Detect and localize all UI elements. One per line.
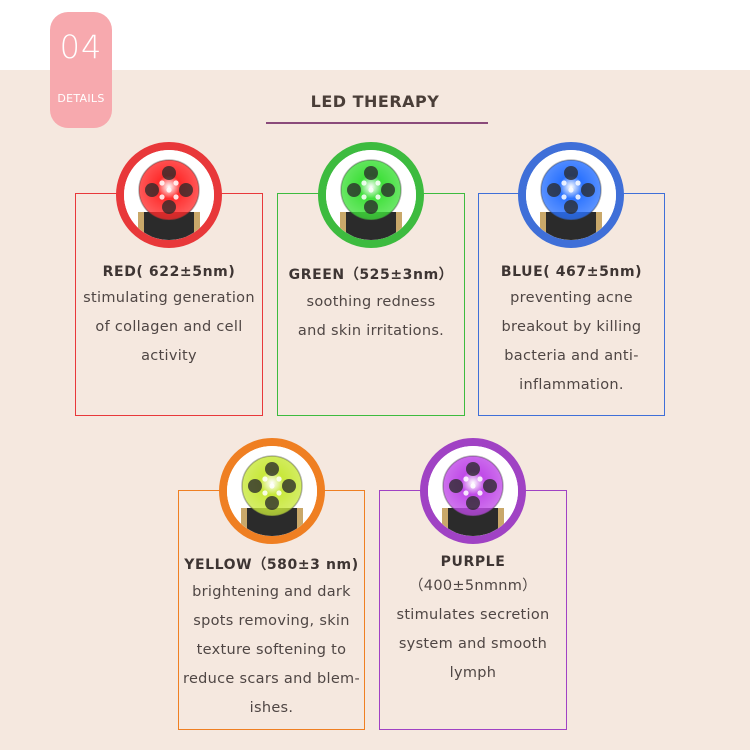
- card-green: GREEN（525±3nm） soothing redness and skin…: [277, 193, 465, 416]
- card-line: breakout by killing: [501, 319, 642, 335]
- card-blue: BLUE( 467±5nm) preventing acne breakout …: [478, 193, 665, 416]
- card-line: ishes.: [249, 700, 294, 716]
- led-purple-icon: [420, 438, 526, 544]
- card-title: RED( 622±5nm): [102, 264, 236, 280]
- card-line: bacteria and anti-: [504, 348, 639, 364]
- card-yellow: YELLOW（580±3 nm) brightening and dark sp…: [178, 490, 365, 730]
- card-line: soothing redness: [306, 294, 436, 310]
- card-line: preventing acne: [510, 290, 633, 306]
- card-line: system and smooth: [398, 636, 548, 652]
- section-label: DETAILS: [57, 92, 105, 105]
- card-title: YELLOW（580±3 nm): [184, 557, 359, 573]
- card-red: RED( 622±5nm) stimulating generation of …: [75, 193, 263, 416]
- card-title: BLUE( 467±5nm): [500, 264, 643, 280]
- card-line: and skin irritations.: [297, 323, 445, 339]
- page-title: LED THERAPY: [310, 92, 440, 111]
- led-yellow-icon: [219, 438, 325, 544]
- section-number: 04: [59, 28, 103, 66]
- card-line: stimulates secretion: [396, 607, 550, 623]
- card-line: spots removing, skin: [193, 613, 350, 629]
- card-line: brightening and dark: [192, 584, 351, 600]
- led-blue-icon: [518, 142, 624, 248]
- card-line: reduce scars and blem-: [183, 671, 360, 687]
- card-purple: PURPLE （400±5nmnm） stimulates secretion …: [379, 490, 567, 730]
- card-title: PURPLE: [440, 554, 506, 570]
- led-green-icon: [318, 142, 424, 248]
- card-title: GREEN（525±3nm）: [288, 267, 454, 283]
- card-line: activity: [141, 348, 197, 364]
- card-line: texture softening to: [196, 642, 347, 658]
- card-line: inflammation.: [519, 377, 624, 393]
- card-line: lymph: [449, 665, 497, 681]
- section-badge: 04 DETAILS: [50, 12, 112, 128]
- title-underline: [266, 122, 488, 124]
- led-red-icon: [116, 142, 222, 248]
- card-line: of collagen and cell: [95, 319, 243, 335]
- card-line: stimulating generation: [83, 290, 255, 306]
- card-line: （400±5nmnm）: [409, 578, 537, 594]
